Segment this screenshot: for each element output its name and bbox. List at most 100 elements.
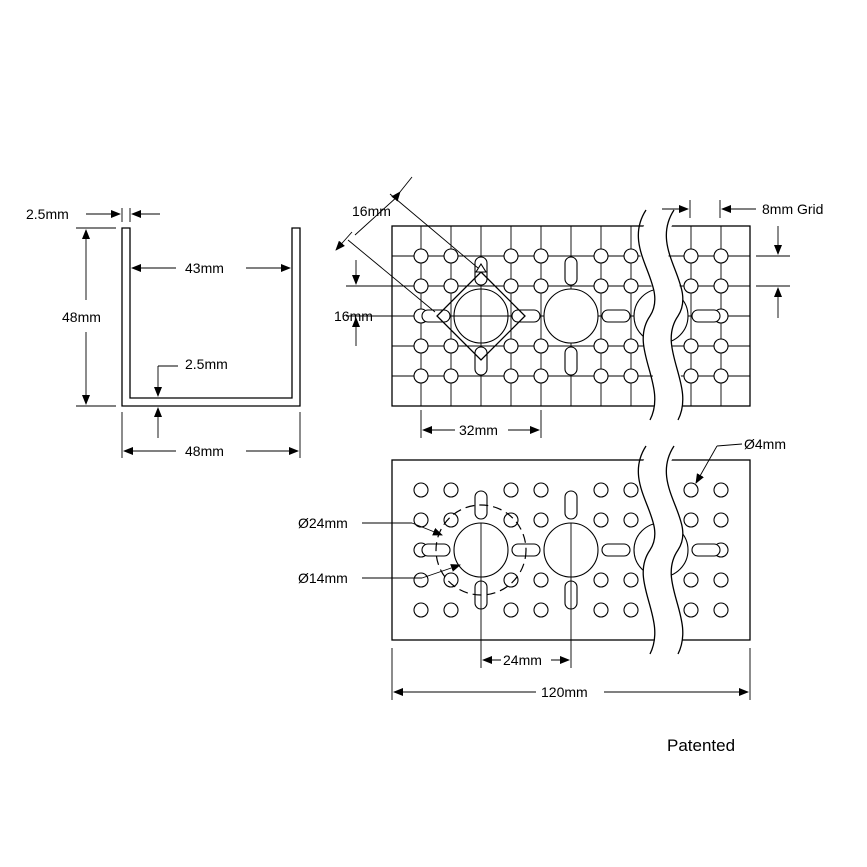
mount-hole: [443, 482, 459, 498]
mount-hole: [593, 602, 609, 618]
mount-hole: [593, 512, 609, 528]
slot-horizontal: [421, 309, 451, 323]
mount-hole: [683, 248, 699, 264]
dim-diagonal: 16mm: [352, 203, 391, 219]
dim-wall-top: 2.5mm: [26, 206, 69, 222]
dim-vertical: 16mm: [334, 308, 373, 324]
mount-hole: [413, 248, 429, 264]
slot-horizontal: [691, 543, 721, 557]
mount-hole: [713, 278, 729, 294]
mount-hole: [533, 278, 549, 294]
mount-hole: [503, 338, 519, 354]
dim-base-thickness: 2.5mm: [185, 356, 228, 372]
mount-hole: [443, 338, 459, 354]
mount-hole: [683, 278, 699, 294]
mount-hole: [593, 248, 609, 264]
mount-hole: [683, 512, 699, 528]
mount-hole: [503, 572, 519, 588]
mount-hole: [503, 482, 519, 498]
mount-hole: [593, 482, 609, 498]
mount-hole: [713, 368, 729, 384]
slot-horizontal: [511, 309, 541, 323]
mount-hole: [533, 338, 549, 354]
dim-hole-dia: Ø4mm: [744, 436, 786, 452]
mount-hole: [623, 602, 639, 618]
mount-hole: [533, 482, 549, 498]
mount-hole: [503, 602, 519, 618]
slot-vertical: [474, 346, 488, 376]
mount-hole: [443, 278, 459, 294]
mount-hole: [443, 602, 459, 618]
mount-hole: [413, 338, 429, 354]
mount-hole: [623, 512, 639, 528]
footer-patented: Patented: [667, 736, 735, 755]
mount-hole: [713, 338, 729, 354]
mount-hole: [443, 572, 459, 588]
mount-hole: [593, 278, 609, 294]
mount-hole: [713, 602, 729, 618]
mount-hole: [593, 572, 609, 588]
mount-hole: [413, 572, 429, 588]
mount-hole: [413, 602, 429, 618]
mount-hole: [503, 368, 519, 384]
slot-vertical: [564, 346, 578, 376]
slot-vertical: [564, 490, 578, 520]
mount-hole: [503, 512, 519, 528]
mount-hole: [623, 368, 639, 384]
dim-bore-dia: Ø14mm: [298, 570, 348, 586]
u-channel-profile: [121, 227, 301, 407]
mount-hole: [623, 248, 639, 264]
mount-hole: [413, 482, 429, 498]
dim-spacing-24: 24mm: [503, 652, 542, 668]
mount-hole: [443, 248, 459, 264]
break-line-left: [637, 209, 656, 421]
dim-grid: 8mm Grid: [762, 201, 823, 217]
break-line-right: [665, 209, 684, 421]
mount-hole: [713, 572, 729, 588]
mount-hole: [623, 278, 639, 294]
mount-hole: [593, 338, 609, 354]
slot-vertical: [564, 256, 578, 286]
dim-pattern-dia: Ø24mm: [298, 515, 348, 531]
mount-hole: [533, 572, 549, 588]
dim-spacing-32: 32mm: [459, 422, 498, 438]
mount-hole: [713, 482, 729, 498]
mount-hole: [623, 482, 639, 498]
center-bore: [543, 288, 599, 344]
mount-hole: [623, 338, 639, 354]
dim-outer-width: 48mm: [185, 443, 224, 459]
mount-hole: [683, 602, 699, 618]
mount-hole: [623, 572, 639, 588]
mount-hole: [683, 572, 699, 588]
mount-hole: [593, 368, 609, 384]
mount-hole: [503, 278, 519, 294]
side-view: 2.5mm 48mm 43mm 2.5mm 48mm: [26, 206, 301, 459]
mount-hole: [683, 368, 699, 384]
mount-hole: [533, 368, 549, 384]
dim-height: 48mm: [62, 309, 101, 325]
slot-horizontal: [691, 309, 721, 323]
mount-hole: [503, 248, 519, 264]
mount-hole: [713, 512, 729, 528]
mount-hole: [443, 512, 459, 528]
diamond-hub-pattern: [436, 271, 526, 361]
front-break-right: [665, 445, 684, 655]
mount-hole: [413, 368, 429, 384]
mount-hole: [533, 602, 549, 618]
slot-horizontal: [601, 309, 631, 323]
mount-hole: [683, 338, 699, 354]
mount-hole: [683, 482, 699, 498]
top-view: 16mm 16mm 8mm Grid 32mm: [334, 176, 823, 438]
slot-horizontal: [601, 543, 631, 557]
mount-hole: [443, 368, 459, 384]
mount-hole: [413, 278, 429, 294]
mount-hole: [533, 512, 549, 528]
front-view: Ø4mm Ø24mm Ø14mm 24mm 120mm: [298, 436, 786, 700]
mount-hole: [533, 248, 549, 264]
mount-hole: [713, 248, 729, 264]
front-break-left: [637, 445, 656, 655]
dim-length: 120mm: [541, 684, 588, 700]
dim-inner-width: 43mm: [185, 260, 224, 276]
